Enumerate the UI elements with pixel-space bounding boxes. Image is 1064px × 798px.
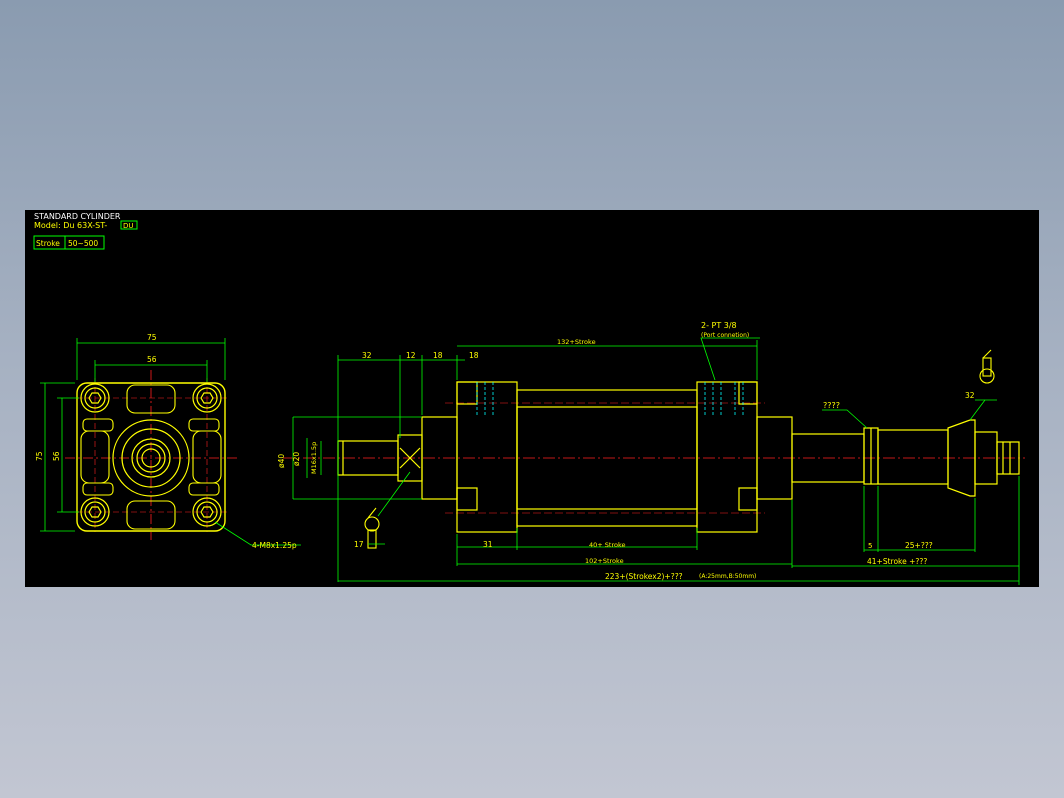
- cad-drawing-area[interactable]: STANDARD CYLINDER Model: Du 63X-ST- DU S…: [25, 210, 1039, 587]
- front-body-outline: [76, 382, 226, 532]
- title-block: STANDARD CYLINDER Model: Du 63X-ST- DU S…: [33, 212, 138, 250]
- front-width-outer: 75: [147, 333, 157, 342]
- side-view: 32 12 18 18 132+Stroke 2- PT 3/8 (Port c…: [277, 321, 1025, 585]
- stroke-range: 50~500: [68, 239, 98, 248]
- front-view: 75 56 75 56 4-M8x1.25p: [35, 333, 301, 550]
- drawing-title: STANDARD CYLINDER: [34, 212, 121, 221]
- dim-18b: 18: [469, 351, 479, 360]
- front-height-inner: 56: [52, 451, 61, 461]
- rod-dia-inner: ø20: [292, 452, 301, 466]
- model-label: Model: Du 63X-ST-: [34, 221, 107, 230]
- dim-32: 32: [362, 351, 372, 360]
- front-thread-note: 4-M8x1.25p: [252, 541, 297, 550]
- stroke-table: [33, 235, 105, 250]
- wrench-left-size: 17: [354, 540, 364, 549]
- dim-40-stroke: 40+ Stroke: [589, 541, 626, 549]
- dim-overall-body: 132+Stroke: [557, 338, 596, 346]
- front-width-inner: 56: [147, 355, 157, 364]
- dim-41: 41+Stroke +???: [867, 557, 927, 566]
- front-height-outer: 75: [35, 451, 44, 461]
- dim-18a: 18: [433, 351, 443, 360]
- dim-102-stroke: 102+Stroke: [585, 557, 624, 565]
- dim-5: 5: [868, 542, 872, 550]
- unknown-top: ????: [823, 401, 840, 410]
- dim-total-note: (A:25mm,B:50mm): [699, 573, 756, 580]
- dim-25: 25+???: [905, 541, 933, 550]
- port-note: 2- PT 3/8: [701, 321, 737, 330]
- port-sub: (Port connetion): [701, 332, 749, 339]
- rod-dia-outer: ø40: [277, 454, 286, 468]
- wrench-right-size: 32: [965, 391, 975, 400]
- model-suffix-box: [120, 220, 138, 230]
- dim-12: 12: [406, 351, 416, 360]
- stroke-label: Stroke: [36, 239, 60, 248]
- rod-thread: M16x1.5p: [310, 442, 318, 474]
- dim-total: 223+(Strokex2)+???: [605, 572, 683, 581]
- dim-31: 31: [483, 540, 493, 549]
- model-suffix: DU: [123, 222, 134, 230]
